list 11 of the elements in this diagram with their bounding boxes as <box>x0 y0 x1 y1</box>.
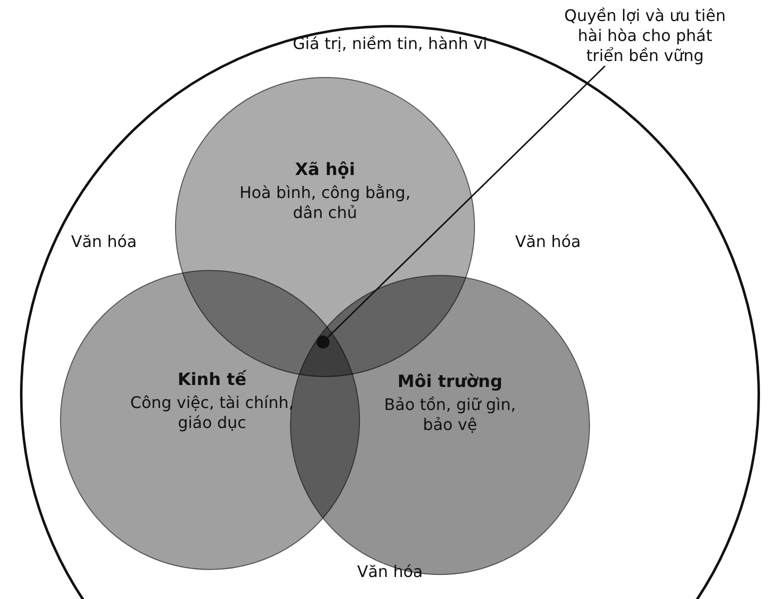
center-dot <box>316 335 330 349</box>
callout-text: Quyền lợi và ưu tiên hài hòa cho phát triển bền vững <box>560 6 730 66</box>
circle-description: Hoà bình, công bằng, dân chủ <box>238 183 412 223</box>
circle-description: Bảo tồn, giữ gìn, bảo vệ <box>383 395 517 435</box>
region-label: Văn hóa <box>70 232 138 252</box>
circle-description: Công việc, tài chính, giáo dục <box>129 393 295 433</box>
circle-heading: Môi trường <box>396 372 504 392</box>
region-label: Văn hóa <box>514 232 582 252</box>
circle-heading: Xã hội <box>294 160 356 180</box>
leader-line <box>327 65 606 338</box>
circle-heading: Kinh tế <box>176 370 248 390</box>
